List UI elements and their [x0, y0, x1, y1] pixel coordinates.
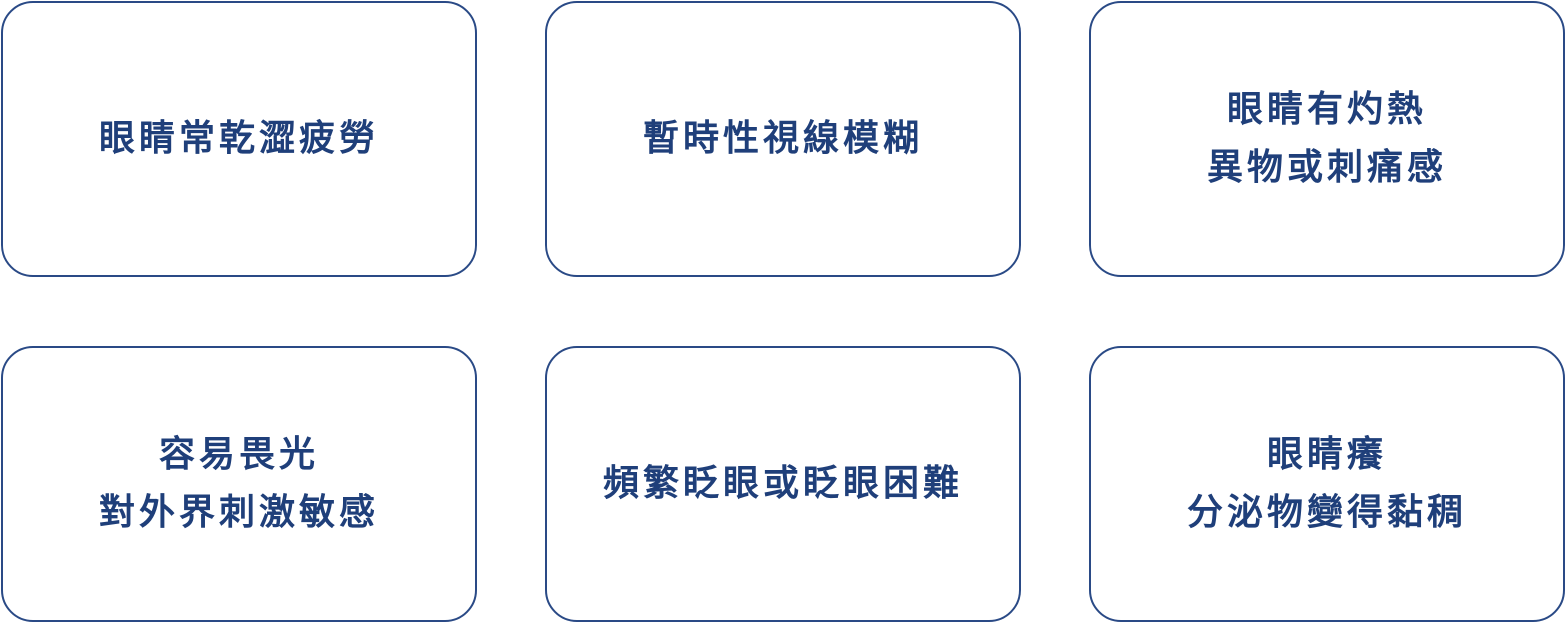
- symptom-card-text-line-1: 容易畏光: [158, 434, 319, 475]
- symptom-card-text-line-1: 眼睛有灼熱: [1226, 89, 1427, 130]
- symptom-card-text-line-1: 眼睛癢: [1266, 434, 1387, 475]
- symptom-card-text-line-2: 異物或刺痛感: [1206, 147, 1447, 188]
- symptom-card-text: 頻繁眨眼或眨眼困難: [602, 463, 963, 504]
- symptom-card-itchy-eyes: 眼睛癢 分泌物變得黏稠: [1089, 346, 1565, 622]
- symptom-card-text-line-2: 對外界刺激敏感: [98, 492, 379, 533]
- symptom-card-text: 暫時性視線模糊: [642, 118, 923, 159]
- symptom-card-light-sensitivity: 容易畏光 對外界刺激敏感: [1, 346, 477, 622]
- symptom-card-text-line-2: 分泌物變得黏稠: [1186, 492, 1467, 533]
- symptom-card-blurred-vision: 暫時性視線模糊: [545, 1, 1021, 277]
- symptom-card-blinking-difficulty: 頻繁眨眼或眨眼困難: [545, 346, 1021, 622]
- symptom-card-dry-tired-eyes: 眼睛常乾澀疲勞: [1, 1, 477, 277]
- symptom-card-burning-sensation: 眼睛有灼熱 異物或刺痛感: [1089, 1, 1565, 277]
- symptom-card-text: 眼睛常乾澀疲勞: [98, 118, 379, 159]
